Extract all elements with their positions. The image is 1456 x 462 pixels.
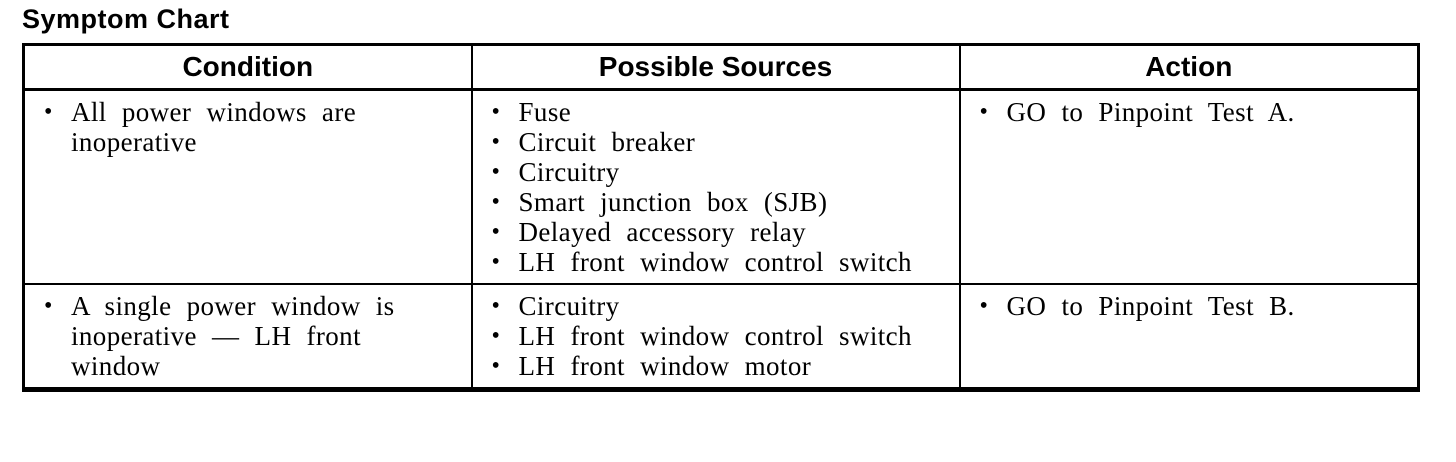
action-list: • GO to Pinpoint Test A. [961,97,1418,127]
source-text: LH front window motor [518,351,812,381]
list-item: • LH front window control switch [473,321,959,351]
condition-text: All power windows are inoperative [71,97,357,157]
action-list: • GO to Pinpoint Test B. [961,291,1418,321]
bullet-icon: • [979,99,989,125]
bullet-icon: • [491,353,501,379]
condition-list: • All power windows are inoperative [25,97,471,157]
column-header-action: Action [958,43,1420,91]
list-item: • LH front window control switch [473,247,959,277]
action-cell: • GO to Pinpoint Test B. [958,283,1420,391]
source-text: Circuitry [518,157,620,187]
condition-list: • A single power window is inoperative —… [25,291,471,381]
bullet-icon: • [491,249,501,275]
document-page: Symptom Chart Condition Possible Sources… [22,4,1420,392]
source-text: LH front window control switch [518,247,912,277]
list-item: • Circuit breaker [473,127,959,157]
bullet-icon: • [491,99,501,125]
bullet-icon: • [44,293,53,319]
bullet-icon: • [491,323,501,349]
source-text: LH front window control switch [518,321,912,351]
bullet-icon: • [491,129,501,155]
list-item: • Delayed accessory relay [473,217,959,247]
possible-sources-list: • Fuse • Circuit breaker • Circuitry • [473,97,959,277]
possible-sources-list: • Circuitry • LH front window control sw… [473,291,959,381]
list-item: • Fuse [473,97,959,127]
bullet-icon: • [491,159,501,185]
bullet-icon: • [44,99,53,125]
symptom-chart-table: Condition Possible Sources Action • All … [22,43,1420,392]
action-text: GO to Pinpoint Test A. [1006,97,1295,127]
header-row: Condition Possible Sources Action [22,43,1420,91]
possible-sources-cell: • Circuitry • LH front window control sw… [470,283,961,391]
page-title: Symptom Chart [22,4,230,34]
source-text: Delayed accessory relay [518,217,807,247]
bullet-icon: • [491,189,501,215]
list-item: • All power windows are inoperative [25,97,471,157]
list-item: • GO to Pinpoint Test B. [961,291,1418,321]
source-text: Fuse [518,97,572,127]
bullet-icon: • [491,219,501,245]
bullet-icon: • [491,293,501,319]
table-row: • A single power window is inoperative —… [22,283,1420,391]
condition-cell: • A single power window is inoperative —… [22,283,473,391]
action-text: GO to Pinpoint Test B. [1006,291,1295,321]
column-header-condition: Condition [22,43,473,91]
source-text: Smart junction box (SJB) [518,187,828,217]
table-row: • All power windows are inoperative • Fu… [22,88,1420,285]
list-item: • LH front window motor [473,351,959,381]
action-cell: • GO to Pinpoint Test A. [958,88,1420,285]
list-item: • Circuitry [473,157,959,187]
list-item: • Circuitry [473,291,959,321]
possible-sources-cell: • Fuse • Circuit breaker • Circuitry • [470,88,961,285]
list-item: • Smart junction box (SJB) [473,187,959,217]
source-text: Circuitry [518,291,620,321]
list-item: • GO to Pinpoint Test A. [961,97,1418,127]
source-text: Circuit breaker [518,127,696,157]
condition-text: A single power window is inoperative — L… [71,291,395,381]
condition-cell: • All power windows are inoperative [22,88,473,285]
bullet-icon: • [979,293,989,319]
column-header-possible-sources: Possible Sources [470,43,961,91]
list-item: • A single power window is inoperative —… [25,291,471,381]
